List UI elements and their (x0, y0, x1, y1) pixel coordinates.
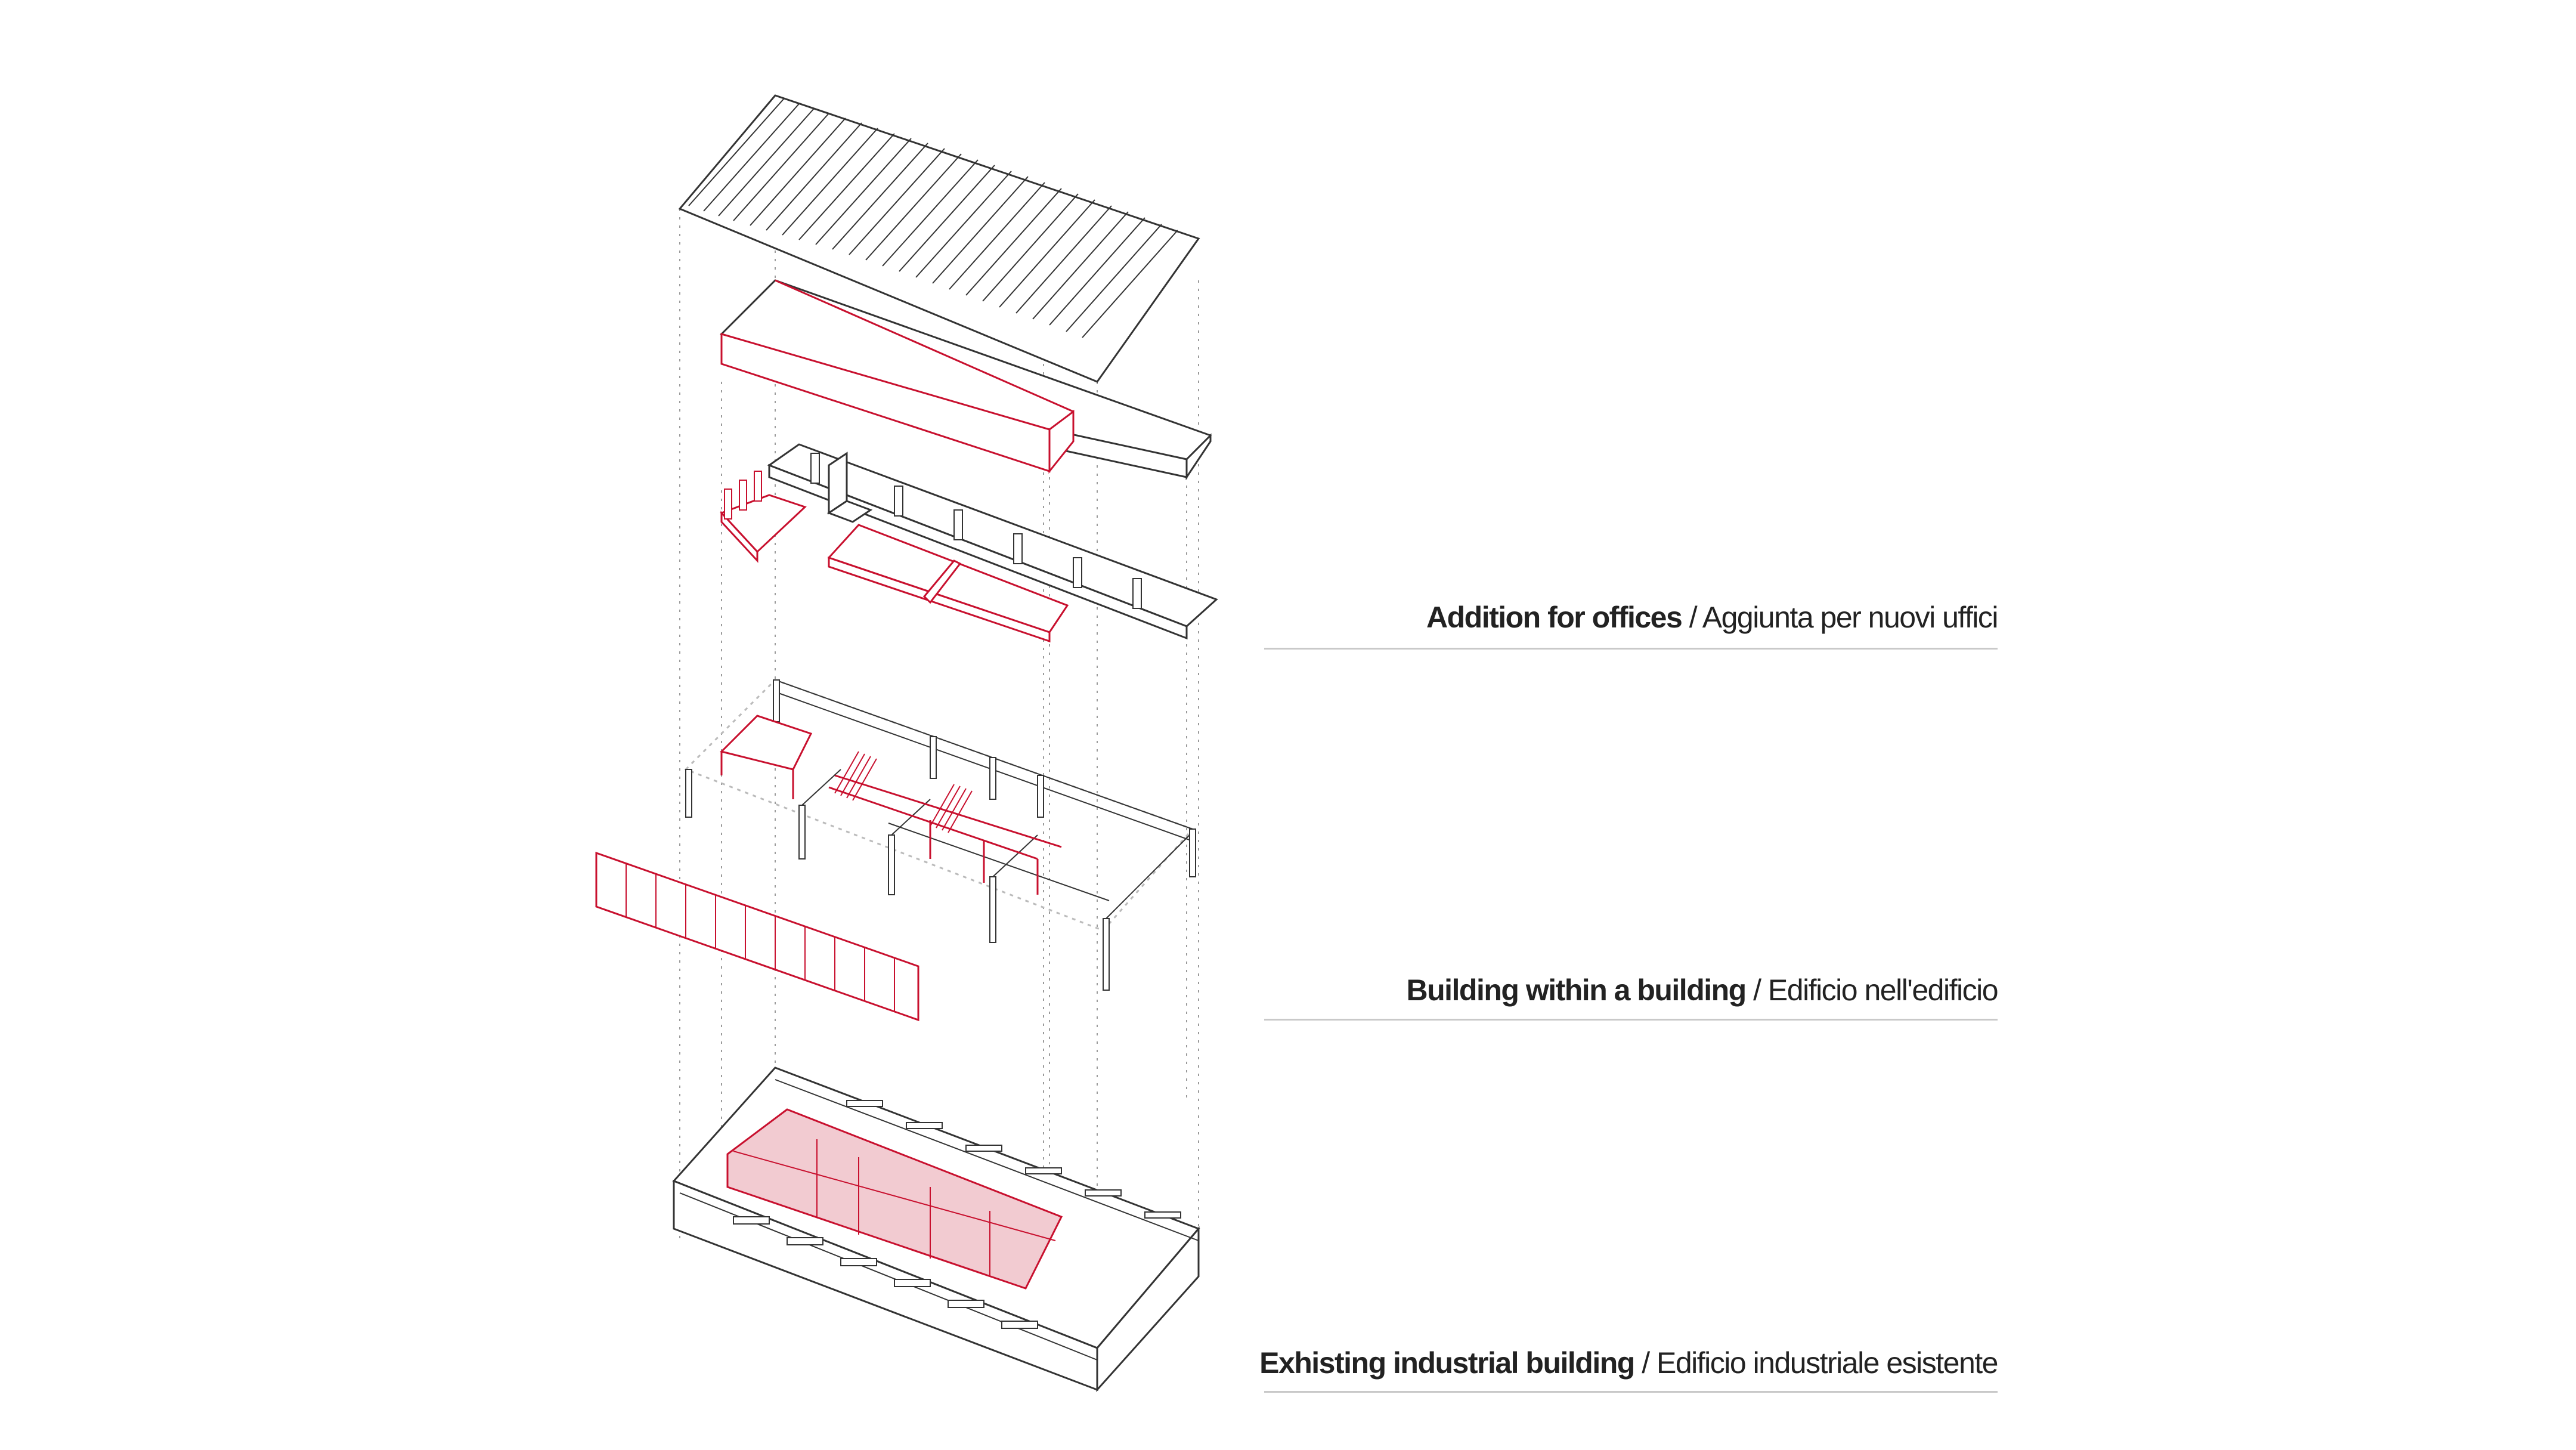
label-en: Addition for offices (1426, 601, 1683, 634)
label-it: Aggiunta per nuovi uffici (1702, 601, 1999, 634)
existing-building-layer (672, 1066, 1200, 1392)
label-existing-building: Exhisting industrial building / Edificio… (1259, 1345, 1998, 1381)
label-separator: / (1634, 1346, 1657, 1380)
label-building-within-text: Building within a building / Edificio ne… (1406, 972, 1998, 1008)
label-en: Exhisting industrial building (1259, 1346, 1635, 1380)
label-separator: / (1682, 601, 1702, 634)
label-rule-1 (1264, 648, 1998, 650)
label-it: Edificio industriale esistente (1657, 1346, 1999, 1380)
label-rule-3 (1264, 1391, 1998, 1393)
office-volume-layer (720, 279, 1212, 480)
label-it: Edificio nell'edificio (1767, 973, 1999, 1007)
label-separator: / (1745, 973, 1768, 1007)
label-rule-2 (1264, 1019, 1998, 1021)
label-existing-building-text: Exhisting industrial building / Edificio… (1259, 1345, 1998, 1381)
roof-layer (678, 94, 1200, 383)
label-addition-offices: Addition for offices / Aggiunta per nuov… (1426, 599, 1999, 635)
label-addition-offices-text: Addition for offices / Aggiunta per nuov… (1426, 599, 1999, 635)
inner-building-layer (595, 679, 1196, 1022)
label-en: Building within a building (1406, 973, 1747, 1007)
label-building-within: Building within a building / Edificio ne… (1406, 972, 1998, 1008)
partitions-layer (720, 443, 1218, 643)
